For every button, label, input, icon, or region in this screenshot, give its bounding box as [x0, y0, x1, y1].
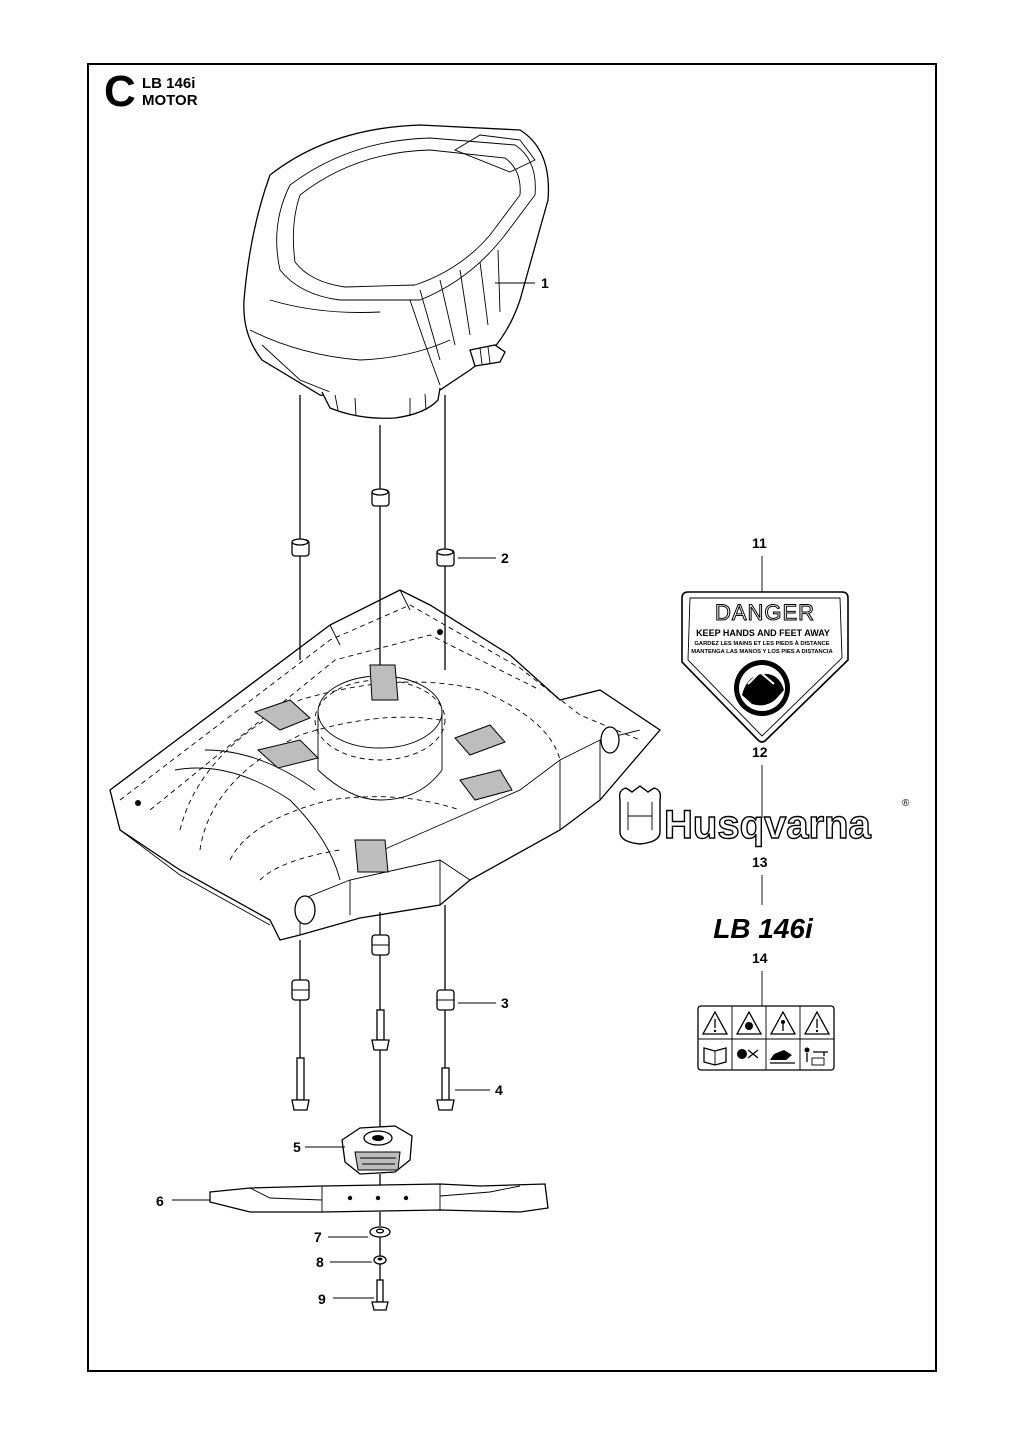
thrown-objects-icon: [735, 1010, 763, 1035]
hand-hazard-icon: [742, 673, 784, 706]
svg-text:6: 6: [156, 1193, 164, 1209]
svg-text:5: 5: [293, 1139, 301, 1155]
svg-text:LB 146i: LB 146i: [713, 913, 814, 944]
danger-line-fr: GARDEZ LES MAINS ET LES PIEDS À DISTANCE: [694, 640, 829, 647]
safety-symbols-decal: 14: [697, 950, 835, 1071]
callout-2: 2: [458, 550, 509, 566]
mower-deck: [109, 589, 661, 941]
grommet-bottom-left: [291, 979, 310, 1001]
crown-logo-icon: [618, 785, 662, 845]
grommet-top-center: [371, 488, 390, 507]
grommet-bottom-right: [436, 989, 455, 1011]
danger-line-en: KEEP HANDS AND FEET AWAY: [696, 628, 830, 638]
callout-7: 7: [314, 1229, 368, 1245]
callout-8: 8: [316, 1254, 372, 1270]
model-title: LB 146i: [142, 75, 196, 92]
brand-wordmark: Husqvarna: [664, 803, 871, 847]
svg-text:14: 14: [752, 950, 768, 966]
blade-bolt: [371, 1279, 389, 1311]
bolt-center: [371, 1009, 390, 1051]
callout-3: 3: [458, 995, 509, 1011]
alert-triangle-icon: [803, 1010, 831, 1035]
model-decal: 13 LB 146i: [713, 854, 814, 944]
bystander-warning-icon: [769, 1010, 797, 1035]
grommet-bottom-center: [371, 934, 390, 956]
svg-text:7: 7: [314, 1229, 322, 1245]
cutter-blade: [209, 1183, 549, 1213]
motor-cover: [243, 124, 550, 419]
section-title: MOTOR: [142, 92, 198, 109]
lock-washer: [373, 1255, 387, 1265]
svg-text:1: 1: [541, 275, 549, 291]
callout-1: 1: [495, 275, 549, 291]
brand-decal: 12 Husqvarna ®: [618, 744, 910, 848]
svg-text:12: 12: [752, 744, 768, 760]
svg-text:2: 2: [501, 550, 509, 566]
remove-key-icon: [804, 1047, 828, 1066]
svg-text:11: 11: [752, 535, 767, 551]
svg-text:3: 3: [501, 995, 509, 1011]
svg-text:9: 9: [318, 1291, 326, 1307]
danger-line-es: MANTENGA LAS MANOS Y LOS PIES A DISTANCI…: [691, 649, 833, 655]
washer: [369, 1226, 391, 1238]
danger-title: DANGER: [715, 600, 815, 625]
blade-hub: [341, 1125, 413, 1175]
callout-4: 4: [455, 1082, 503, 1098]
callout-6: 6: [156, 1193, 210, 1209]
warning-triangle-icon: [701, 1010, 729, 1035]
danger-decal: 11 DANGER KEEP HANDS AND FEET AWAY GARDE…: [681, 535, 849, 743]
hand-cut-icon: [737, 1049, 759, 1059]
grommet-top-left: [291, 538, 310, 557]
section-letter: C: [104, 67, 136, 116]
bolt-left: [291, 1057, 310, 1111]
callout-9: 9: [318, 1291, 374, 1307]
callout-5: 5: [293, 1139, 345, 1155]
read-manual-icon: [703, 1047, 727, 1066]
page-frame: [87, 63, 937, 1372]
svg-text:®: ®: [902, 798, 910, 809]
svg-text:13: 13: [752, 854, 768, 870]
svg-text:4: 4: [495, 1082, 503, 1098]
bolt-right: [436, 1067, 455, 1111]
svg-text:8: 8: [316, 1254, 324, 1270]
grommet-top-right: [436, 548, 455, 567]
foot-cut-icon: [770, 1050, 795, 1064]
